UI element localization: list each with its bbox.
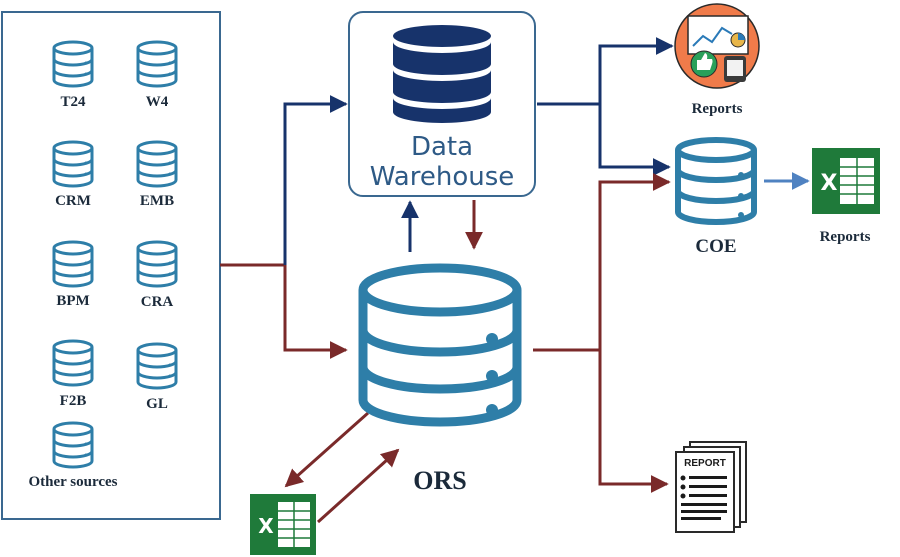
source-cra: CRA — [136, 240, 178, 310]
reports-top-label: Reports — [692, 101, 743, 117]
source-crm: CRM — [52, 140, 94, 209]
thumbs-up-icon — [690, 50, 718, 78]
database-icon — [393, 25, 491, 123]
sources-panel — [1, 11, 221, 520]
excel-file: X — [250, 494, 316, 555]
arrow-warehouse-to-reports — [537, 37, 674, 106]
source-bpm: BPM — [52, 240, 94, 309]
arrow-ors-to-coe — [533, 173, 671, 352]
source-f2b: F2B — [52, 339, 94, 409]
database-icon — [358, 263, 522, 427]
excel-icon: X — [250, 494, 316, 555]
source-label: CRM — [55, 193, 91, 209]
source-label: BPM — [56, 293, 89, 309]
source-other: Other sources — [28, 421, 118, 490]
data-warehouse: Data Warehouse — [348, 11, 536, 197]
excel-letter: X — [258, 514, 274, 538]
warehouse-title-line1: Data — [411, 132, 473, 162]
excel-letter: X — [821, 171, 838, 196]
source-label: GL — [146, 396, 168, 412]
excel-icon: X — [812, 148, 880, 214]
warehouse-title-line2: Warehouse — [370, 162, 515, 192]
reports-excel-label: Reports — [820, 229, 871, 245]
coe-label: COE — [695, 236, 736, 257]
arrow-ors-to-report — [598, 350, 669, 493]
ors-label: ORS — [413, 466, 466, 495]
arrow-sources-to-warehouse — [283, 95, 348, 265]
arrow-warehouse-to-coe — [598, 104, 671, 176]
excel-reports: X Reports — [812, 148, 880, 245]
pie-chart-icon — [730, 32, 746, 48]
arrow-ors-to-excel — [284, 411, 369, 488]
reports-dashboard-icon — [674, 3, 760, 89]
coe-database: COE — [675, 137, 757, 257]
arrow-sources-to-ors — [220, 263, 348, 359]
source-label: F2B — [60, 393, 87, 409]
source-label: Other sources — [28, 474, 117, 490]
source-t24: T24 — [52, 40, 94, 110]
report-document-icon: REPORT — [675, 441, 747, 533]
report-document: REPORT — [675, 441, 747, 533]
report-doc-title: REPORT — [684, 458, 726, 469]
source-w4: W4 — [136, 40, 178, 110]
source-label: T24 — [60, 94, 86, 110]
source-label: EMB — [140, 193, 174, 209]
database-icon — [675, 137, 757, 225]
source-label: CRA — [141, 294, 174, 310]
ors-database: ORS — [358, 263, 522, 495]
source-label: W4 — [146, 94, 169, 110]
source-emb: EMB — [136, 140, 178, 209]
arrow-excel-to-ors — [316, 448, 400, 524]
reports-dashboard: Reports — [674, 3, 760, 117]
source-gl: GL — [136, 342, 178, 412]
